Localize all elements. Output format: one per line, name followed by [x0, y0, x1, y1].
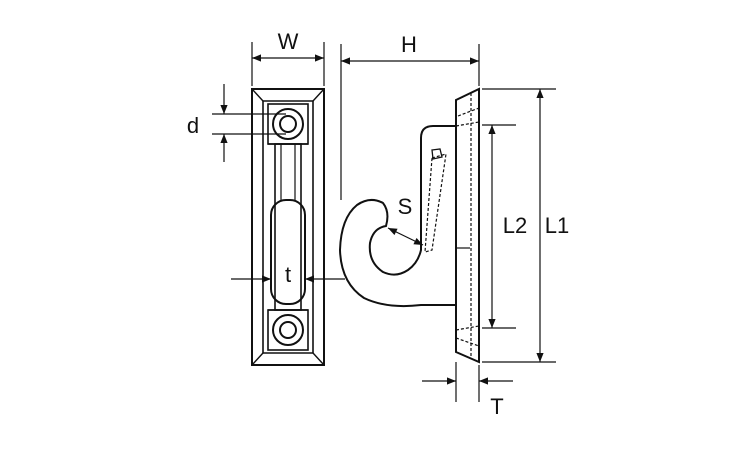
hook-slot: [270, 199, 306, 305]
top-screw-hole: [272, 108, 304, 140]
dimension-plate-thickness: [422, 362, 513, 402]
dimension-inner-length: [482, 124, 516, 329]
hook-profile: [338, 125, 471, 308]
dimension-hook-opening: [387, 227, 424, 246]
label-s: S: [398, 194, 413, 219]
bottom-screw-hole: [272, 314, 304, 346]
dimension-overall-length: [482, 88, 556, 363]
front-plate-outline: [251, 88, 325, 366]
dimension-width: [251, 42, 325, 86]
label-t: t: [285, 262, 291, 287]
label-w: W: [278, 29, 299, 54]
mounting-plate: [455, 87, 480, 364]
label-l1: L1: [545, 213, 569, 238]
label-l2: L2: [503, 213, 527, 238]
label-t-thickness: T: [490, 394, 503, 419]
label-d: d: [187, 113, 199, 138]
front-view: [251, 88, 325, 366]
dimension-height: [340, 44, 480, 200]
label-h: H: [401, 32, 417, 57]
side-view: [338, 87, 480, 364]
dimension-hole-diameter: [212, 84, 286, 162]
hook-tab-hidden: [424, 153, 447, 253]
